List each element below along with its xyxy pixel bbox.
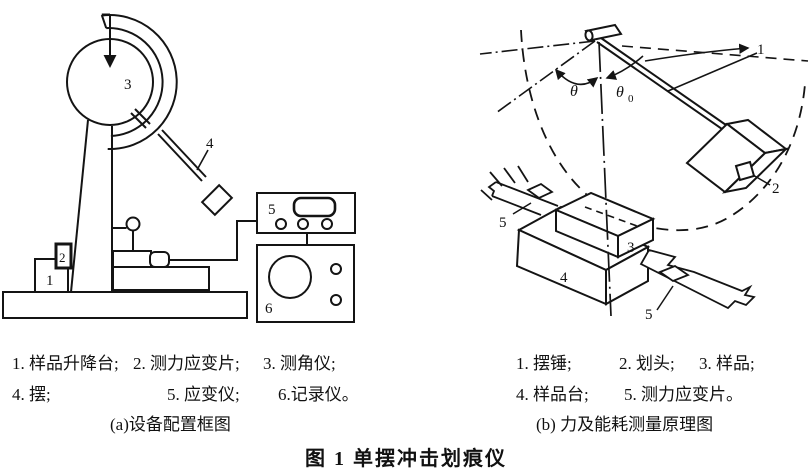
legend-a-item-5: 5. 应变仪; xyxy=(167,385,240,404)
protractor-arc xyxy=(100,13,178,151)
label-3a: 3 xyxy=(124,77,132,93)
label-5b-left: 5 xyxy=(499,215,507,231)
label-5b-right: 5 xyxy=(645,307,653,323)
leader-scratch-head xyxy=(752,174,771,186)
pivot-axle xyxy=(584,23,623,42)
label-6a: 6 xyxy=(265,301,273,317)
knob-icon xyxy=(330,294,342,306)
label-5a: 5 xyxy=(268,202,276,218)
strain-meter-box xyxy=(256,192,356,234)
theta0-subscript: 0 xyxy=(628,93,634,105)
knob-icon xyxy=(275,218,287,230)
pendulum-hammer-b xyxy=(685,118,790,194)
specimen-table xyxy=(112,216,210,291)
pendulum-rod-b xyxy=(596,37,727,130)
leader-hammer xyxy=(667,52,758,92)
scratch-track-dash xyxy=(584,206,638,227)
label-1b: 1 xyxy=(757,42,765,58)
legend-a-item-6: 6.记录仪。 xyxy=(278,385,359,404)
pendulum-hammer-a xyxy=(200,183,234,217)
legend-b-item-3: 3. 样品; xyxy=(699,354,755,373)
swing-path-arc xyxy=(520,29,806,232)
label-3b: 3 xyxy=(627,240,635,256)
pendulum-rod-a xyxy=(130,108,207,182)
swing-direction-arrow xyxy=(644,43,750,62)
legend-a-item-3: 3. 测角仪; xyxy=(263,354,336,373)
panel-a-part-labels: 1 2 3 4 5 6 xyxy=(46,77,276,317)
signal-wire xyxy=(169,220,257,261)
theta0-angle-arc xyxy=(605,55,644,80)
machine-base xyxy=(2,291,248,319)
figure-title: 图 1 单摆冲击划痕仪 xyxy=(305,448,507,470)
label-2a: 2 xyxy=(59,250,66,265)
label-2b: 2 xyxy=(772,181,780,197)
legend-a-item-4: 4. 摆; xyxy=(12,385,51,404)
label-1a: 1 xyxy=(46,273,54,289)
strain-beam-left xyxy=(480,165,559,216)
theta-label: θ xyxy=(570,83,578,100)
knob-icon xyxy=(330,263,342,275)
knob-icon xyxy=(321,218,333,230)
theta0-label: θ xyxy=(616,84,624,101)
strain-meter-display xyxy=(292,196,337,218)
knob-icon xyxy=(297,218,309,230)
panel-a-drawing xyxy=(2,13,356,323)
recorder-box xyxy=(256,244,355,323)
force-strain-gauge-a xyxy=(54,242,73,270)
label-4b: 4 xyxy=(560,270,568,286)
radial-line-left-upper xyxy=(479,40,596,55)
legend-b-item-2: 2. 划头; xyxy=(619,354,679,373)
legend-a-item-2: 2. 测力应变片; xyxy=(133,354,240,373)
strain-gauge-patch-right xyxy=(658,264,690,283)
panel-a-subtitle: (a)设备配置框图 xyxy=(110,415,231,434)
recorder-screen xyxy=(268,255,312,299)
strain-gauge-patch-left xyxy=(526,182,554,200)
label-4a: 4 xyxy=(206,136,214,152)
legend-b-item-5: 5. 测力应变片。 xyxy=(624,385,743,404)
legend-b-item-4: 4. 样品台; xyxy=(516,385,593,404)
vertical-reference-line xyxy=(598,41,612,317)
theta-angle-arc xyxy=(554,68,599,88)
radial-line-right-dashed xyxy=(621,45,809,62)
stand-column xyxy=(70,119,113,293)
strain-beam-right xyxy=(639,248,756,311)
sample-block xyxy=(553,191,656,259)
legend-b-item-1: 1. 摆锤; xyxy=(516,354,572,373)
scratch-head xyxy=(734,160,756,182)
radial-line-left-lower xyxy=(495,40,596,114)
panel-b-drawing xyxy=(479,23,809,317)
leader-pendulum xyxy=(196,149,209,171)
panel-b-subtitle: (b) 力及能耗测量原理图 xyxy=(536,415,714,434)
legend-a-item-1: 1. 样品升降台; xyxy=(12,354,119,373)
panel-b-part-labels: 1 2 3 4 5 5 θ θ 0 xyxy=(499,42,780,323)
